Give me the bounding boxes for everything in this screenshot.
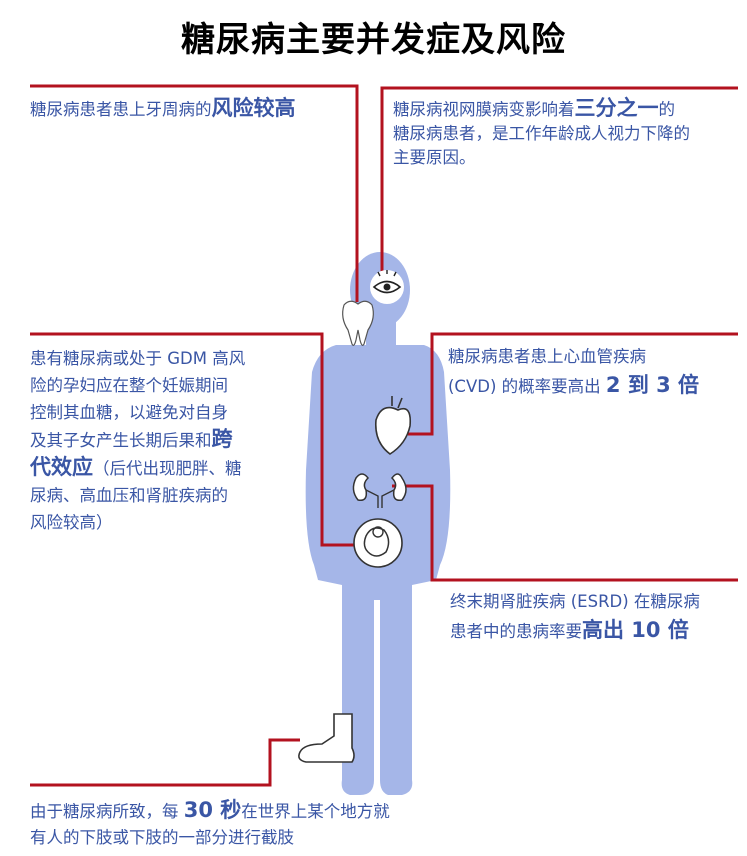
retinopathy-callout: 糖尿病视网膜病变影响着三分之一的 糖尿病患者，是工作年龄成人视力下降的 主要原因… [393, 96, 743, 170]
cvd-line-2: (CVD) 的概率要高出 [448, 377, 606, 396]
retinopathy-text-1: 糖尿病视网膜病变影响着 [393, 100, 575, 119]
gdm-line-7: 风险较高） [30, 513, 113, 532]
page-title: 糖尿病主要并发症及风险 [181, 20, 566, 60]
esrd-line-1: 终末期肾脏疾病 (ESRD) 在糖尿病 [450, 592, 700, 611]
gdm-callout: 患有糖尿病或处于 GDM 高风 险的孕妇应在整个妊娠期间 控制其血糖，以避免对自… [30, 345, 320, 536]
tooth-icon [342, 300, 374, 346]
gdm-line-1: 患有糖尿病或处于 GDM 高风 [30, 349, 246, 368]
cvd-callout: 糖尿病患者患上心血管疾病 (CVD) 的概率要高出 2 到 3 倍 [448, 343, 743, 401]
periodontal-callout: 糖尿病患者患上牙周病的风险较高 [30, 96, 296, 122]
gdm-highlight-1: 跨 [211, 427, 233, 451]
periodontal-text: 糖尿病患者患上牙周病的 [30, 100, 212, 119]
retinopathy-text-2: 的 [658, 100, 676, 119]
amputation-callout: 由于糖尿病所致，每 30 秒在世界上某个地方就 有人的下肢或下肢的一部分进行截肢 [30, 797, 450, 851]
cvd-line-1: 糖尿病患者患上心血管疾病 [448, 347, 646, 366]
periodontal-highlight: 风险较高 [211, 96, 296, 120]
cvd-highlight: 2 到 3 倍 [605, 373, 700, 397]
amputation-line-1a: 由于糖尿病所致，每 [30, 802, 184, 821]
eye-icon [370, 270, 404, 304]
kidneys-icon [352, 473, 407, 508]
connector-lines [30, 84, 738, 787]
gdm-line-2: 险的孕妇应在整个妊娠期间 [30, 376, 228, 395]
amputation-line-2: 有人的下肢或下肢的一部分进行截肢 [30, 828, 294, 847]
amputation-highlight: 30 秒 [183, 798, 242, 822]
heart-icon [374, 396, 412, 455]
esrd-highlight: 高出 10 倍 [582, 618, 689, 642]
gdm-highlight-2: 代效应 [30, 455, 93, 479]
esrd-callout: 终末期肾脏疾病 (ESRD) 在糖尿病 患者中的患病率要高出 10 倍 [450, 588, 745, 646]
esrd-line-2: 患者中的患病率要 [450, 622, 582, 641]
gdm-line-6: 尿病、高血压和肾脏疾病的 [30, 486, 228, 505]
retinopathy-highlight: 三分之一 [574, 96, 659, 120]
gdm-line-4: 及其子女产生长期后果和 [30, 431, 212, 450]
retinopathy-line-3: 主要原因。 [393, 148, 476, 167]
amputation-line-1b: 在世界上某个地方就 [241, 802, 390, 821]
gdm-line-3: 控制其血糖，以避免对自身 [30, 403, 228, 422]
foot-icon [298, 713, 355, 763]
retinopathy-line-2: 糖尿病患者，是工作年龄成人视力下降的 [393, 124, 690, 143]
gdm-line-5: （后代出现肥胖、糖 [93, 459, 242, 478]
fetus-icon [353, 518, 403, 568]
